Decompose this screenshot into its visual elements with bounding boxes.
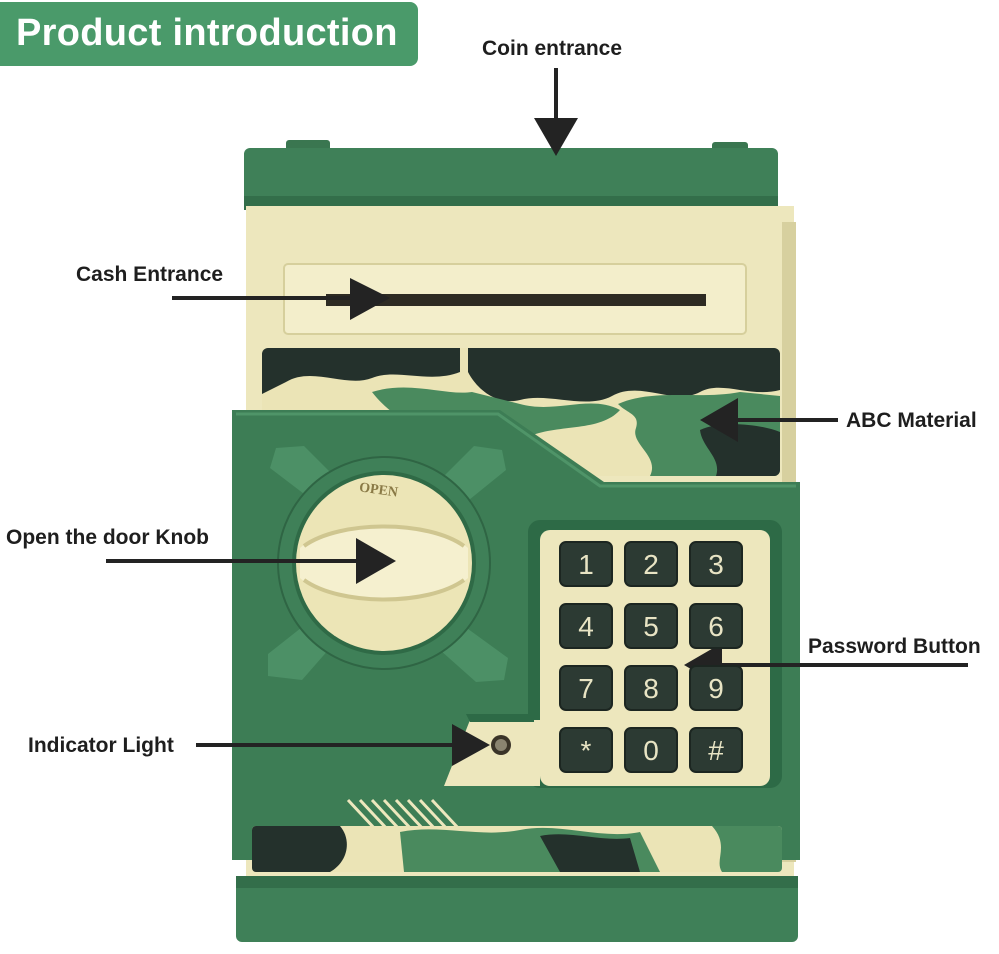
cash-slot xyxy=(283,263,747,335)
page-title: Product introduction xyxy=(16,12,398,54)
vent-lines xyxy=(346,798,462,832)
knob-open-text: OPEN xyxy=(358,480,399,500)
label-cash-entrance: Cash Entrance xyxy=(76,263,224,286)
keypad-key-3[interactable]: 3 xyxy=(689,541,743,587)
label-open-knob: Open the door Knob xyxy=(6,526,209,549)
coin-arrow-head xyxy=(534,118,578,156)
keypad-key-label: * xyxy=(581,735,592,766)
door-highlight xyxy=(236,412,796,488)
keypad-key-hash[interactable]: # xyxy=(689,727,743,773)
camo-panel-bottom xyxy=(252,826,782,872)
title-banner: Product introduction xyxy=(0,2,418,66)
keypad: 1 2 3 4 5 6 7 8 9 * 0 # xyxy=(559,541,743,773)
keypad-key-label: 9 xyxy=(708,673,724,704)
label-password-button: Password Button xyxy=(808,635,981,658)
keypad-key-star[interactable]: * xyxy=(559,727,613,773)
keypad-key-8[interactable]: 8 xyxy=(624,665,678,711)
keypad-key-label: 5 xyxy=(643,611,659,642)
keypad-key-label: 4 xyxy=(578,611,594,642)
keypad-key-label: # xyxy=(708,735,724,766)
bottom-base xyxy=(236,876,798,942)
keypad-key-0[interactable]: 0 xyxy=(624,727,678,773)
keypad-key-2[interactable]: 2 xyxy=(624,541,678,587)
indicator-arrow-head xyxy=(452,724,490,766)
keypad-key-label: 8 xyxy=(643,673,659,704)
keypad-key-7[interactable]: 7 xyxy=(559,665,613,711)
keypad-key-label: 2 xyxy=(643,549,659,580)
keypad-key-9[interactable]: 9 xyxy=(689,665,743,711)
indicator-light xyxy=(491,735,511,755)
keypad-key-label: 1 xyxy=(578,549,594,580)
abc-arrow-head xyxy=(700,398,738,442)
keypad-key-1[interactable]: 1 xyxy=(559,541,613,587)
keypad-key-6[interactable]: 6 xyxy=(689,603,743,649)
top-lid xyxy=(244,140,778,210)
label-abc-material: ABC Material xyxy=(846,409,977,432)
keypad-key-4[interactable]: 4 xyxy=(559,603,613,649)
keypad-key-label: 6 xyxy=(708,611,724,642)
label-indicator-light: Indicator Light xyxy=(28,734,174,757)
keypad-key-label: 7 xyxy=(578,673,594,704)
keypad-key-label: 0 xyxy=(643,735,659,766)
cash-arrow-head xyxy=(350,278,390,320)
keypad-key-5[interactable]: 5 xyxy=(624,603,678,649)
knob-arrow-head xyxy=(356,538,396,584)
keypad-key-label: 3 xyxy=(708,549,724,580)
label-coin-entrance: Coin entrance xyxy=(482,37,623,60)
